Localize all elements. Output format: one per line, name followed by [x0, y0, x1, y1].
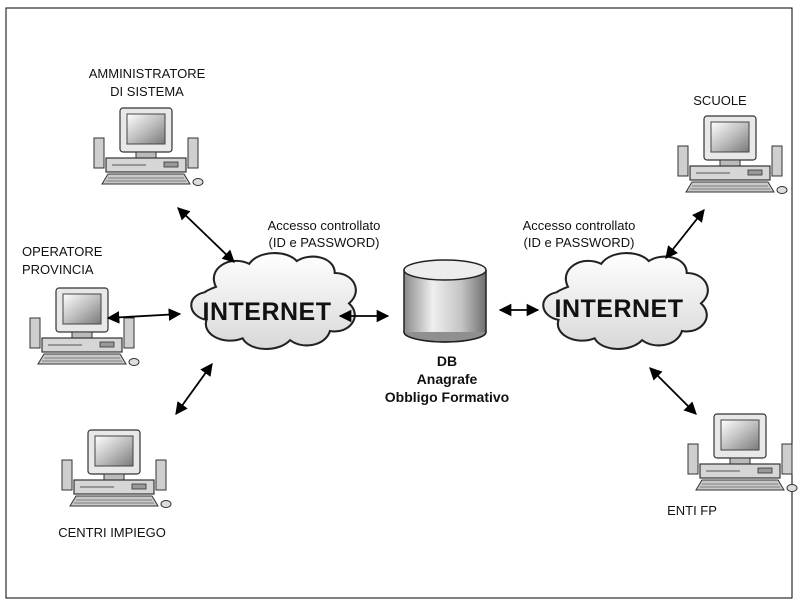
access-caption-left-line2: (ID e PASSWORD): [269, 235, 380, 250]
centri-workstation-icon: [61, 429, 172, 509]
database-cylinder-icon: [403, 259, 487, 343]
enti-workstation-icon: [687, 413, 798, 493]
arrow-internet-scuole: [665, 209, 705, 259]
operatore-label-line1: OPERATORE: [22, 244, 103, 259]
scuole-label: SCUOLE: [693, 93, 747, 108]
arrow-centri-internet: [175, 362, 213, 416]
db-label-line1: DB: [437, 353, 457, 369]
admin-label-line1: AMMINISTRATORE: [89, 66, 206, 81]
operatore-workstation-icon: [29, 287, 140, 367]
admin-workstation-icon: [93, 107, 204, 187]
db-label-line2: Anagrafe: [417, 371, 478, 387]
access-caption-left-line1: Accesso controllato: [268, 218, 381, 233]
diagram-border: [5, 7, 793, 599]
internet-label-left: INTERNET: [203, 298, 332, 326]
internet-label-right: INTERNET: [555, 295, 684, 323]
enti-label: ENTI FP: [667, 503, 717, 518]
arrow-admin-internet: [177, 207, 235, 263]
arrow-operatore-internet: [106, 308, 182, 324]
operatore-label-line2: PROVINCIA: [22, 262, 94, 277]
admin-label-line2: DI SISTEMA: [110, 84, 184, 99]
db-label-line3: Obbligo Formativo: [385, 389, 509, 405]
access-caption-right-line1: Accesso controllato: [523, 218, 636, 233]
scuole-workstation-icon: [677, 115, 788, 195]
centri-label: CENTRI IMPIEGO: [58, 525, 166, 540]
arrow-internet-enti: [649, 367, 697, 415]
access-caption-right-line2: (ID e PASSWORD): [524, 235, 635, 250]
